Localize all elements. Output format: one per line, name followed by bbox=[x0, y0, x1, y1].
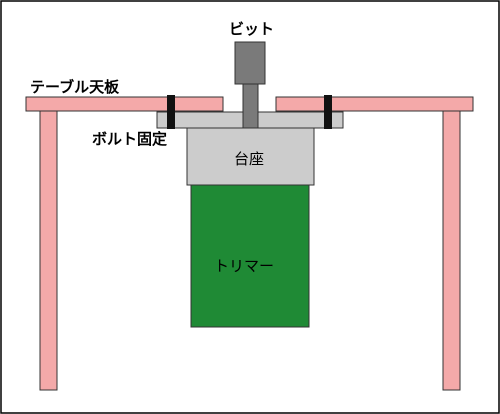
bolt-left bbox=[167, 95, 175, 129]
bolt-right bbox=[324, 95, 332, 129]
base-label: 台座 bbox=[234, 150, 264, 168]
table-leg-left bbox=[39, 110, 58, 391]
bit-shaft bbox=[242, 82, 259, 129]
table-top-right bbox=[275, 96, 474, 112]
table-top-label: テーブル天板 bbox=[30, 78, 120, 96]
table-leg-right bbox=[442, 110, 461, 391]
bolt-label: ボルト固定 bbox=[92, 130, 167, 148]
bit-label: ビット bbox=[229, 20, 274, 38]
bit-head bbox=[234, 41, 266, 85]
trimmer-body bbox=[190, 184, 310, 328]
table-top-left bbox=[25, 96, 224, 112]
trimmer-label: トリマー bbox=[214, 257, 274, 275]
